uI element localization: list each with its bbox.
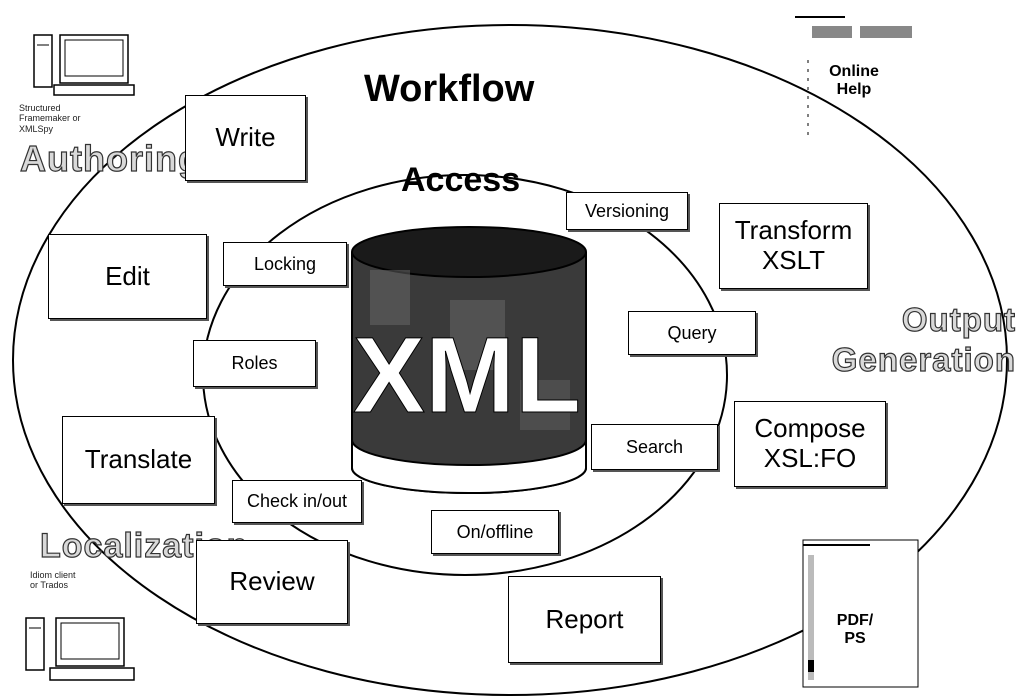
- output-generation-label: Output Generation: [831, 300, 1016, 378]
- write-box: Write: [185, 95, 306, 181]
- authoring-tool-caption: Structured Framemaker or XMLSpy: [19, 103, 81, 134]
- locking-box: Locking: [223, 242, 347, 286]
- query-box: Query: [628, 311, 756, 355]
- access-title: Access: [401, 161, 521, 199]
- edit-box: Edit: [48, 234, 207, 319]
- translate-box: Translate: [62, 416, 215, 504]
- xml-center-label: XML: [353, 314, 581, 435]
- online-help-label: Online Help: [829, 63, 879, 98]
- workflow-title: Workflow: [364, 68, 535, 110]
- roles-box: Roles: [193, 340, 316, 387]
- pdf-ps-label: PDF/ PS: [836, 612, 874, 647]
- authoring-label: Authoring: [19, 137, 201, 179]
- online-help-document-icon: [795, 16, 912, 135]
- computer-icon-localization: [25, 617, 135, 681]
- localization-tool-caption: Idiom client or Trados: [30, 570, 76, 591]
- versioning-box: Versioning: [566, 192, 688, 230]
- compose-box: Compose XSL:FO: [734, 401, 886, 487]
- outer-ellipse: [12, 24, 1008, 696]
- xml-database-cylinder: [351, 226, 587, 494]
- on-offline-box: On/offline: [431, 510, 559, 554]
- transform-box: Transform XSLT: [719, 203, 868, 289]
- check-in-out-box: Check in/out: [232, 480, 362, 523]
- review-box: Review: [196, 540, 348, 624]
- report-box: Report: [508, 576, 661, 663]
- computer-icon-authoring: [33, 34, 135, 96]
- search-box: Search: [591, 424, 718, 470]
- pdf-document-icon: [802, 539, 919, 688]
